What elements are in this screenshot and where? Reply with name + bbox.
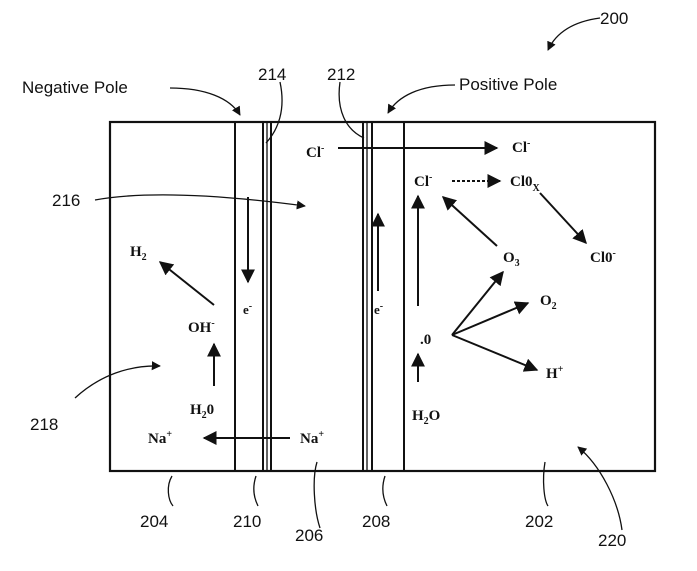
species-o3: O3 — [503, 250, 520, 269]
species-na-right: Na+ — [300, 429, 324, 447]
oh-to-h2-arrow — [160, 262, 214, 305]
species-cl-top-right: Cl- — [512, 138, 530, 156]
ref-202: 202 — [525, 512, 553, 531]
species-cl-top-left: Cl- — [306, 143, 324, 161]
ref-212: 212 — [327, 65, 355, 84]
species-na-left: Na+ — [148, 429, 172, 447]
species-cl-mid: Cl- — [414, 172, 432, 190]
species-o-radical: .0 — [420, 332, 431, 348]
o-to-o3-arrow — [452, 272, 503, 335]
ref-204: 204 — [140, 512, 168, 531]
species-h2: H2 — [130, 244, 147, 263]
ref-figure-200: 200 — [600, 9, 628, 28]
species-clox: Cl0X — [510, 174, 541, 194]
o-to-o2-arrow — [452, 303, 528, 335]
species-h2o-right: H2O — [412, 408, 440, 427]
ref-216: 216 — [52, 191, 80, 210]
positive-pole-label: Positive Pole — [459, 75, 557, 94]
ref-214: 214 — [258, 65, 286, 84]
species-o2: O2 — [540, 293, 557, 312]
o3-to-cl-arrow — [443, 197, 497, 246]
species-h2o-left: H20 — [190, 402, 214, 421]
ref-210: 210 — [233, 512, 261, 531]
negative-electrode — [235, 122, 271, 471]
leader-lines — [75, 18, 622, 530]
positive-electrode — [363, 122, 404, 471]
ref-206: 206 — [295, 526, 323, 545]
species-electron-left: e- — [243, 301, 252, 317]
species-clo: Cl0- — [590, 248, 616, 266]
negative-pole-label: Negative Pole — [22, 78, 128, 97]
o-to-hplus-arrow — [452, 335, 537, 370]
ref-220: 220 — [598, 531, 626, 550]
ref-208: 208 — [362, 512, 390, 531]
species-electron-right: e- — [374, 301, 383, 317]
clox-to-clo-arrow — [540, 193, 586, 243]
species-h-plus: H+ — [546, 364, 564, 382]
ref-218: 218 — [30, 415, 58, 434]
cell-outline — [110, 122, 655, 471]
species-oh: OH- — [188, 318, 215, 336]
